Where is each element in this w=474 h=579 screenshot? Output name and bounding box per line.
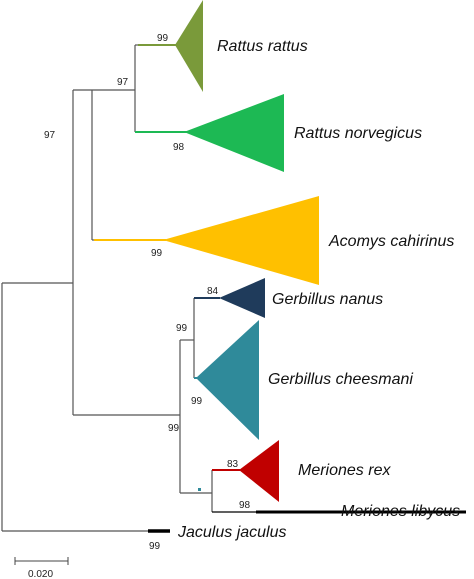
bootstrap-murinae: 97	[44, 130, 56, 141]
taxon-label-meriones-rex: Meriones rex	[298, 462, 391, 479]
rattus-rattus-clade	[175, 0, 203, 92]
bootstrap-values: 99 97 98 97 99 84 99 99 99 83 98 99	[44, 33, 251, 552]
taxon-label-acomys-cahirinus: Acomys cahirinus	[328, 233, 454, 250]
bootstrap-rattus-norvegicus: 98	[173, 142, 185, 153]
taxon-label-rattus-norvegicus: Rattus norvegicus	[294, 125, 422, 142]
tree-branches	[1, 44, 213, 532]
small-node-marker	[198, 488, 201, 491]
bootstrap-gerbillus-nanus: 84	[207, 286, 219, 297]
taxon-labels: Rattus rattus Rattus norvegicus Acomys c…	[177, 38, 460, 541]
taxon-label-meriones-libycus: Meriones libycus	[341, 503, 460, 520]
bootstrap-jaculus: 99	[149, 541, 161, 552]
bootstrap-meriones-libycus: 98	[239, 500, 251, 511]
collapsed-clades	[163, 0, 319, 502]
bootstrap-acomys: 99	[151, 248, 163, 259]
rattus-norvegicus-clade	[184, 94, 284, 172]
bootstrap-gerbillus-node: 99	[176, 323, 188, 334]
clade-branches	[94, 44, 466, 533]
bootstrap-gerbillus-cheesmani: 99	[191, 396, 203, 407]
taxon-label-gerbillus-nanus: Gerbillus nanus	[272, 291, 383, 308]
taxon-label-jaculus-jaculus: Jaculus jaculus	[177, 524, 287, 541]
gerbillus-nanus-clade	[219, 278, 265, 318]
acomys-cahirinus-clade	[163, 196, 319, 285]
scale-bar-label: 0.020	[28, 569, 53, 579]
bootstrap-meriones-rex: 83	[227, 459, 239, 470]
bootstrap-rattus-rattus: 99	[157, 33, 169, 44]
scale-bar: 0.020	[14, 557, 69, 579]
bootstrap-rattus-split: 97	[117, 77, 129, 88]
scale-bar-line	[14, 557, 69, 565]
taxon-label-rattus-rattus: Rattus rattus	[217, 38, 308, 55]
bootstrap-gerbillinae: 99	[168, 423, 180, 434]
meriones-rex-clade	[239, 440, 279, 502]
taxon-label-gerbillus-cheesmani: Gerbillus cheesmani	[268, 371, 413, 388]
gerbillus-cheesmani-clade	[196, 320, 259, 440]
